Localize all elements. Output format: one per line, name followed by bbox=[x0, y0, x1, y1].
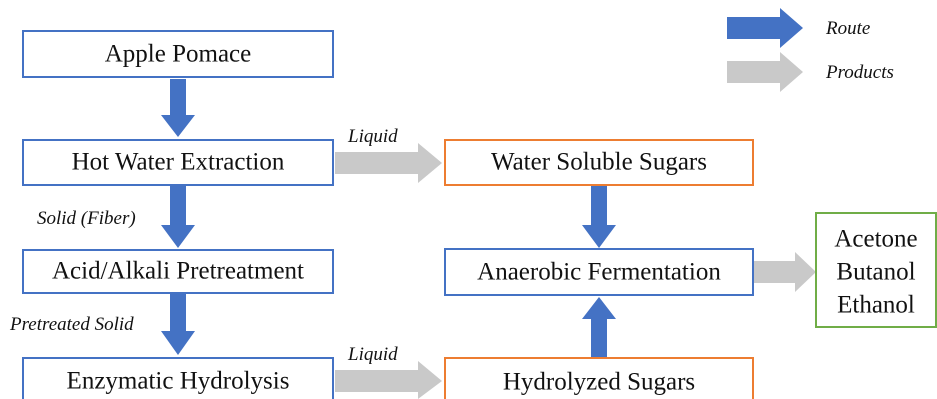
route-legend-arrow-icon bbox=[727, 8, 803, 48]
product-arrow-to-solvents bbox=[754, 252, 816, 292]
route-arrow-hydrolyzed-sugars-to-fermentation bbox=[582, 297, 616, 357]
hot-water-extraction-label: Hot Water Extraction bbox=[72, 149, 285, 176]
box-water-soluble-sugars: Water Soluble Sugars bbox=[444, 139, 754, 186]
legend-products-label: Products bbox=[825, 62, 894, 83]
anaerobic-fermentation-label: Anaerobic Fermentation bbox=[477, 259, 721, 286]
product-ethanol: Ethanol bbox=[837, 292, 915, 319]
route-arrow-pomace-to-extraction bbox=[161, 79, 195, 137]
box-solvent-products: Acetone Butanol Ethanol bbox=[815, 212, 937, 328]
box-hot-water-extraction: Hot Water Extraction bbox=[22, 139, 334, 186]
product-acetone: Acetone bbox=[834, 226, 917, 253]
box-enzymatic-hydrolysis: Enzymatic Hydrolysis bbox=[22, 357, 334, 399]
products-legend-arrow-icon bbox=[727, 52, 803, 92]
product-arrow-liquid-top bbox=[335, 143, 442, 183]
box-hydrolyzed-sugars: Hydrolyzed Sugars bbox=[444, 357, 754, 399]
water-soluble-sugars-label: Water Soluble Sugars bbox=[491, 149, 707, 176]
box-anaerobic-fermentation: Anaerobic Fermentation bbox=[444, 248, 754, 296]
box-acid-alkali-pretreatment: Acid/Alkali Pretreatment bbox=[22, 249, 334, 294]
route-arrow-pretreatment-to-hydrolysis bbox=[161, 294, 195, 355]
pretreated-solid-label: Pretreated Solid bbox=[9, 314, 134, 335]
acid-alkali-pretreatment-label: Acid/Alkali Pretreatment bbox=[52, 258, 304, 285]
product-butanol: Butanol bbox=[836, 259, 915, 286]
route-arrow-soluble-sugars-to-fermentation bbox=[582, 186, 616, 248]
product-arrow-liquid-bottom bbox=[335, 361, 442, 399]
apple-pomace-label: Apple Pomace bbox=[105, 41, 251, 68]
enzymatic-hydrolysis-label: Enzymatic Hydrolysis bbox=[67, 368, 290, 395]
solid-fiber-label: Solid (Fiber) bbox=[37, 208, 136, 229]
route-arrow-extraction-to-pretreatment bbox=[161, 186, 195, 248]
legend-route-label: Route bbox=[825, 18, 870, 39]
liquid-label-bottom: Liquid bbox=[347, 344, 398, 365]
legend: Route Products bbox=[727, 8, 894, 92]
liquid-label-top: Liquid bbox=[347, 126, 398, 147]
box-apple-pomace: Apple Pomace bbox=[22, 30, 334, 78]
hydrolyzed-sugars-label: Hydrolyzed Sugars bbox=[503, 369, 695, 396]
